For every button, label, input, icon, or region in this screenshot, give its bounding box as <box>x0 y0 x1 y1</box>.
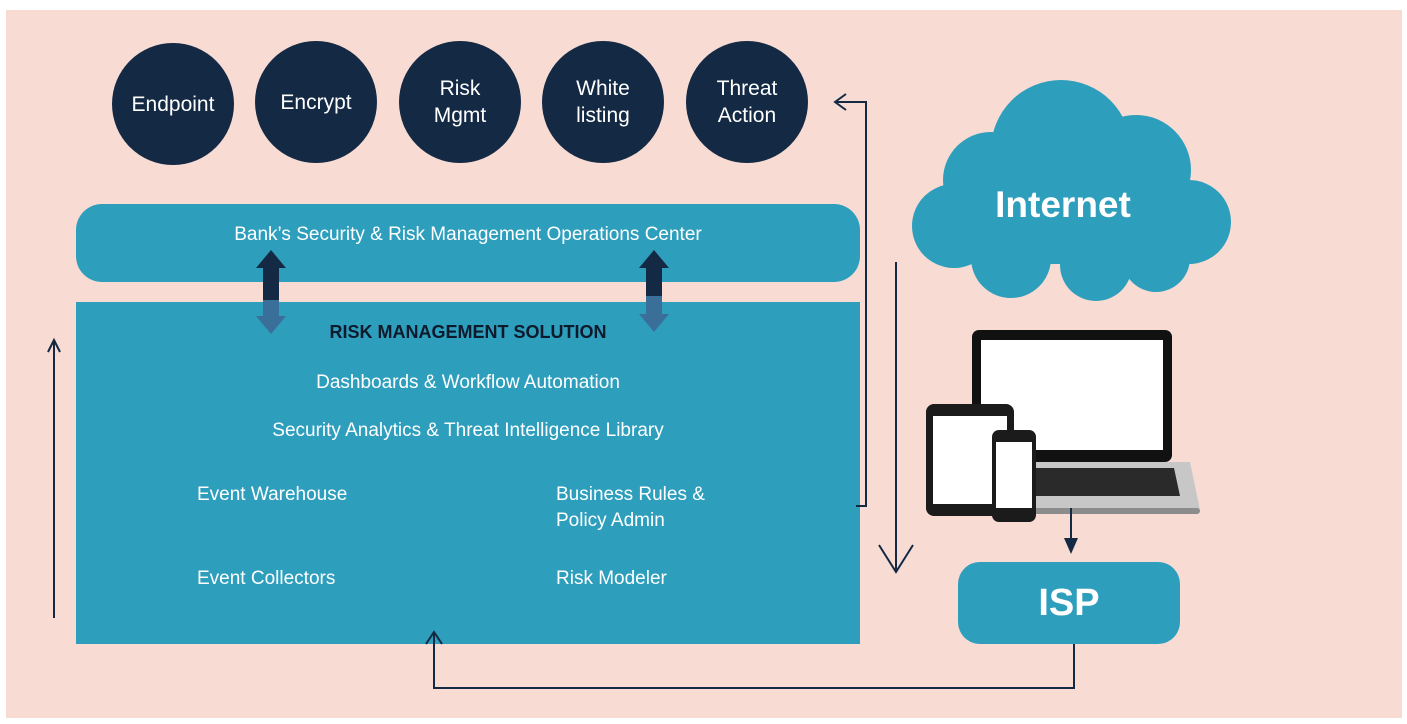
risk-mgmt-circle: Risk Mgmt <box>399 41 521 163</box>
endpoint-circle: Endpoint <box>112 43 234 165</box>
risk-management-solution-box: RISK MANAGEMENT SOLUTION Dashboards & Wo… <box>76 302 860 644</box>
threat-feedback-arrow-icon <box>833 93 867 507</box>
diagram-canvas: Endpoint Encrypt Risk Mgmt White listing… <box>6 10 1402 718</box>
risk-modeler-label: Risk Modeler <box>556 568 667 589</box>
event-collectors-label: Event Collectors <box>197 568 336 589</box>
operations-center-label: Bank’s Security & Risk Management Operat… <box>234 224 702 245</box>
event-warehouse-label: Event Warehouse <box>197 484 348 505</box>
devices-to-isp-arrow-icon <box>1064 508 1078 554</box>
isp-label: ISP <box>1038 581 1100 624</box>
double-arrow-left-icon <box>256 250 286 334</box>
down-arrow-icon <box>878 262 914 574</box>
double-arrow-right-icon <box>639 250 669 332</box>
business-rules-label-line2: Policy Admin <box>556 510 665 531</box>
encrypt-circle: Encrypt <box>255 41 377 163</box>
laptop-tablet-phone-icon <box>926 330 1200 522</box>
solution-title: RISK MANAGEMENT SOLUTION <box>329 322 607 342</box>
operations-center-bar: Bank’s Security & Risk Management Operat… <box>76 204 860 282</box>
isp-box: ISP <box>958 562 1180 644</box>
analytics-label: Security Analytics & Threat Intelligence… <box>272 420 664 441</box>
diagram-graphics <box>47 80 1231 689</box>
dashboards-label: Dashboards & Workflow Automation <box>316 372 620 393</box>
isp-to-solution-arrow-icon <box>425 630 1075 689</box>
internet-cloud-icon <box>912 80 1231 301</box>
internet-label: Internet <box>995 184 1131 225</box>
threat-action-circle: Threat Action <box>686 41 808 163</box>
business-rules-label-line1: Business Rules & <box>556 484 705 505</box>
whitelisting-circle: White listing <box>542 41 664 163</box>
left-up-arrow-icon <box>47 337 61 618</box>
